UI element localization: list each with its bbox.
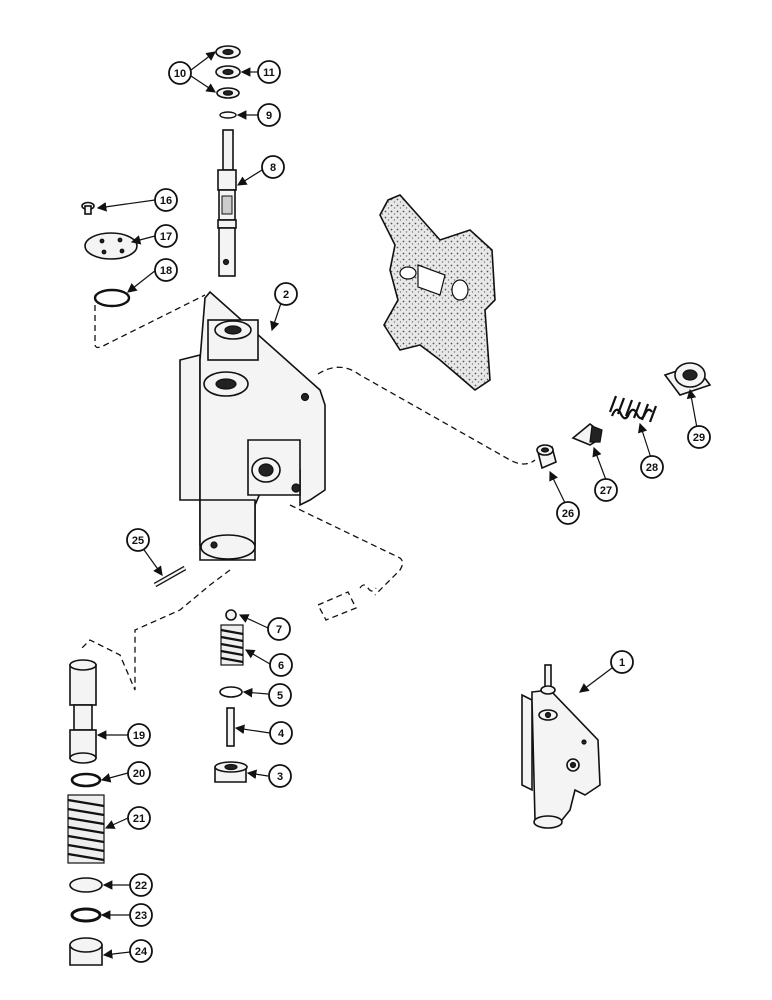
callout-2: 2	[274, 282, 298, 306]
ring-23	[70, 907, 102, 923]
callout-6: 6	[269, 653, 293, 677]
valve-housing	[179, 290, 326, 561]
callout-19: 19	[127, 723, 151, 747]
callout-label: 5	[277, 690, 283, 702]
spring-6	[220, 624, 244, 666]
callout-label: 27	[600, 485, 612, 497]
assembly-line-relief	[317, 366, 536, 465]
callout-label: 6	[278, 660, 284, 672]
screw-16	[81, 201, 95, 215]
spring-28	[608, 395, 658, 423]
callout-label: 28	[646, 462, 658, 474]
check-ball	[225, 609, 237, 621]
callout-3: 3	[268, 764, 292, 788]
assembled-valve-view	[521, 664, 601, 829]
callout-27: 27	[594, 478, 618, 502]
plug-3	[214, 761, 248, 783]
pin-25-highlight	[154, 566, 186, 587]
callout-label: 17	[160, 231, 172, 243]
callout-22: 22	[129, 873, 153, 897]
o-ring-5	[219, 686, 243, 698]
o-ring-9	[219, 111, 237, 119]
callout-label: 16	[160, 195, 172, 207]
callout-label: 24	[135, 946, 148, 958]
gasket-hole	[451, 279, 469, 301]
callout-label: 20	[133, 768, 145, 780]
callout-label: 26	[562, 508, 574, 520]
callout-label: 21	[133, 813, 145, 825]
callout-4: 4	[269, 721, 293, 745]
callout-label: 22	[135, 880, 147, 892]
callout-label: 2	[283, 289, 289, 301]
callout-label: 9	[266, 110, 272, 122]
callout-label: 10	[174, 68, 186, 80]
callout-11: 11	[257, 60, 281, 84]
callout-label: 7	[276, 624, 282, 636]
callout-8: 8	[261, 155, 285, 179]
washer-22	[69, 877, 103, 893]
callout-29: 29	[687, 425, 711, 449]
assembly-line-side	[289, 504, 404, 596]
callout-23: 23	[129, 903, 153, 927]
callout-5: 5	[268, 683, 292, 707]
control-shaft	[217, 129, 237, 277]
callout-label: 1	[619, 657, 625, 669]
seal-washer-middle	[215, 65, 241, 79]
callout-25: 25	[126, 528, 150, 552]
relief-plug-dashed	[317, 584, 377, 621]
callout-label: 19	[133, 730, 145, 742]
callout-label: 8	[270, 162, 276, 174]
piston-19	[69, 659, 97, 764]
cover-plate-17	[84, 232, 138, 260]
gasket-port	[417, 264, 446, 296]
callout-24: 24	[129, 939, 153, 963]
o-ring-18	[93, 288, 131, 308]
leader-lines	[96, 51, 698, 959]
callout-18: 18	[154, 258, 178, 282]
callout-10: 10	[168, 61, 192, 85]
seal-washer-bottom	[216, 87, 240, 99]
callout-28: 28	[640, 455, 664, 479]
callout-label: 4	[278, 728, 285, 740]
callout-label: 29	[693, 432, 705, 444]
callout-1: 1	[610, 650, 634, 674]
callout-17: 17	[154, 224, 178, 248]
snap-ring-20	[70, 772, 102, 788]
cap-24	[69, 937, 103, 966]
plug-29	[663, 362, 712, 396]
callout-label: 18	[160, 265, 172, 277]
poppet-27	[571, 422, 603, 446]
seal-washer-top	[215, 45, 241, 59]
bushing-26	[536, 444, 557, 470]
spring-21	[67, 794, 105, 864]
callout-label: 23	[135, 910, 147, 922]
callout-9: 9	[257, 103, 281, 127]
assembly-line-cover	[94, 294, 206, 349]
callout-20: 20	[127, 761, 151, 785]
callout-21: 21	[127, 806, 151, 830]
assembly-line-piston	[79, 569, 231, 691]
pin-4	[226, 707, 235, 747]
callout-label: 3	[277, 771, 283, 783]
callout-label: 11	[263, 67, 275, 79]
callout-7: 7	[267, 617, 291, 641]
gasket-hole	[399, 266, 417, 280]
callout-label: 25	[132, 535, 144, 547]
callout-16: 16	[154, 188, 178, 212]
callout-26: 26	[556, 501, 580, 525]
